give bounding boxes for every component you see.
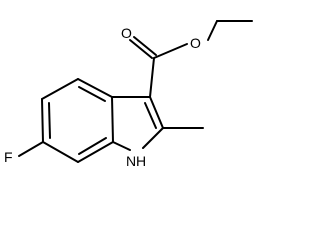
bond-carbonyl-carbon-ester-oxygen — [153, 43, 188, 59]
bond-c6-c7 — [42, 141, 79, 163]
ester-oxygen-label: O — [190, 35, 201, 51]
bond-carbonyl-double-inner — [133, 36, 157, 56]
bond-c7-c7a-inner — [78, 137, 107, 155]
bond-c3-c2-inner — [144, 102, 157, 129]
bond-carbonyl-double-outer — [129, 39, 153, 59]
bond-c3-carbonyl-carbon — [149, 57, 155, 98]
bond-ester-oxygen-methylene — [207, 20, 218, 41]
bond-c5-c6 — [41, 98, 44, 143]
molecule-structure: O O F N H — [4, 20, 253, 169]
bond-c6-fluorine — [18, 141, 44, 157]
bond-c3a-c4-inner — [78, 86, 106, 102]
bond-c4-c5 — [41, 78, 79, 100]
nitrogen-hydrogen-label: H — [136, 153, 146, 169]
bond-c5-c6-inner — [48, 102, 51, 139]
bond-n1-c7a — [112, 141, 131, 151]
carbonyl-oxygen-label: O — [121, 25, 132, 41]
bond-c7-c7a — [77, 141, 114, 163]
nitrogen-label: N — [126, 153, 136, 169]
fluorine-label: F — [4, 149, 13, 165]
bond-c3a-c7a — [111, 96, 114, 143]
bond-c2-n1 — [142, 127, 164, 149]
bond-c3-c2-outer — [149, 96, 164, 129]
bond-c3a-c4 — [77, 78, 113, 98]
